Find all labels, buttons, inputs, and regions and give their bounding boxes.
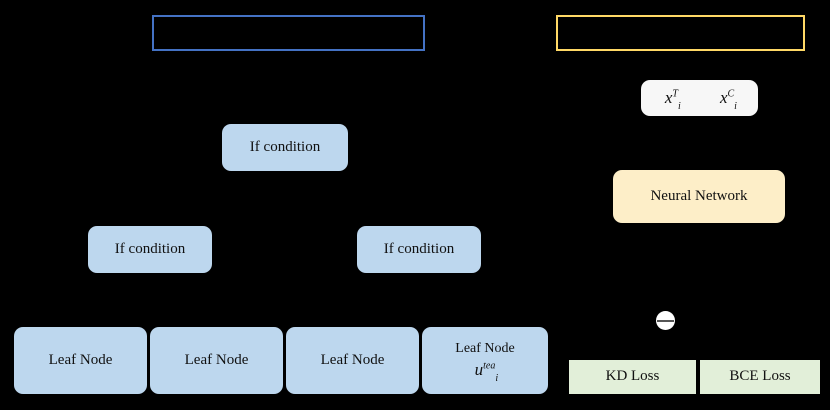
input-term-control-sup: C xyxy=(727,88,735,100)
tree-leaf-node-3-label: Leaf Node xyxy=(320,351,385,368)
input-term-treatment-sup: T xyxy=(672,88,678,100)
tree-leaf-node-2-label: Leaf Node xyxy=(184,351,249,368)
tree-branch-if-condition-left[interactable]: If condition xyxy=(88,226,212,273)
tree-leaf-node-1[interactable]: Leaf Node xyxy=(14,327,147,394)
neural-network-box[interactable]: Neural Network xyxy=(613,170,785,223)
left-panel-frame xyxy=(152,15,425,51)
neural-network-label: Neural Network xyxy=(650,187,748,204)
tree-leaf-node-1-label: Leaf Node xyxy=(48,351,113,368)
right-panel-frame xyxy=(556,15,805,51)
bce-loss-label: BCE Loss xyxy=(729,368,791,385)
input-term-control-base: x xyxy=(719,88,728,108)
tree-branch-right-label: If condition xyxy=(383,240,455,257)
tree-branch-if-condition-right[interactable]: If condition xyxy=(357,226,481,273)
tree-leaf-node-2[interactable]: Leaf Node xyxy=(150,327,283,394)
tree-root-label: If condition xyxy=(249,138,321,155)
tree-leaf-node-4-label: Leaf Node xyxy=(455,341,515,357)
tree-branch-left-label: If condition xyxy=(114,240,186,257)
formula-base: u xyxy=(474,360,484,380)
kd-loss-box[interactable]: KD Loss xyxy=(569,360,696,394)
bce-loss-box[interactable]: BCE Loss xyxy=(700,360,820,394)
kd-loss-label: KD Loss xyxy=(605,368,660,385)
tree-root-if-condition[interactable]: If condition xyxy=(222,124,348,171)
input-term-treatment-base: x xyxy=(664,88,673,108)
circle-minus-icon xyxy=(656,311,675,330)
tree-leaf-node-3[interactable]: Leaf Node xyxy=(286,327,419,394)
formula-superscript: tea xyxy=(483,360,496,372)
